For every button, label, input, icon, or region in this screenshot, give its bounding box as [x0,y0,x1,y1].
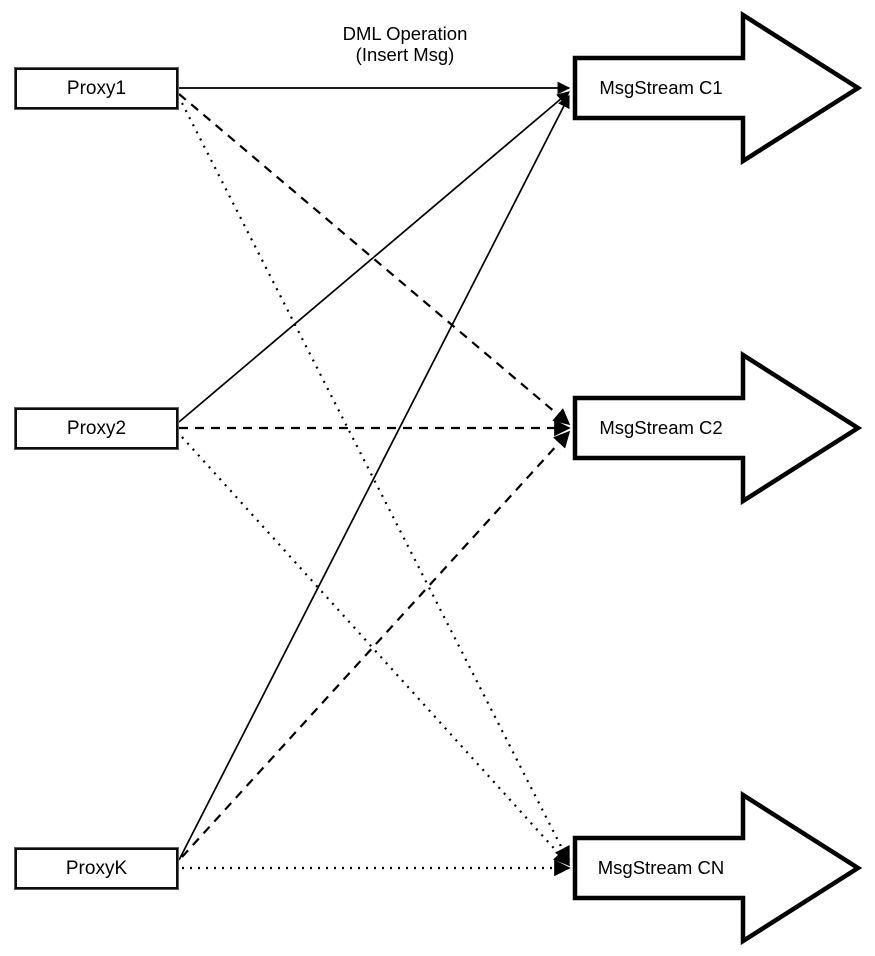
dml-operation-annotation: DML Operation (Insert Msg) [280,23,530,65]
edge-proxyK-to-c1 [178,94,570,861]
stream-c2-label-text: MsgStream C2 [599,417,723,438]
stream-c1-block-arrow-shape [572,10,863,166]
edge-proxy2-to-cn [181,436,571,867]
dml-operation-annotation-line1: DML Operation [342,23,468,44]
stream-c2-block-arrow-shape [572,350,863,506]
stream-c1-label: MsgStream C1 [578,58,744,118]
stream-cn-label-text: MsgStream CN [597,857,725,878]
edge-proxy1-to-c2 [178,93,571,426]
stream-c1-label-text: MsgStream C1 [599,77,723,98]
node-proxy1-label: Proxy1 [66,77,127,99]
dml-operation-annotation-line2: (Insert Msg) [355,44,455,65]
node-proxy2: Proxy2 [14,407,179,450]
node-proxyK-label: ProxyK [65,857,128,879]
stream-c2-label: MsgStream C2 [578,398,744,458]
node-proxyK: ProxyK [14,847,179,890]
node-proxy1: Proxy1 [14,67,179,110]
edge-proxy1-to-cn [181,102,570,864]
edge-proxy2-to-c1 [178,91,570,423]
stream-cn-block-arrow-shape [572,790,863,946]
edge-proxyK-to-c2 [181,430,571,858]
node-proxy2-label: Proxy2 [66,417,127,439]
stream-cn-label: MsgStream CN [578,838,744,898]
